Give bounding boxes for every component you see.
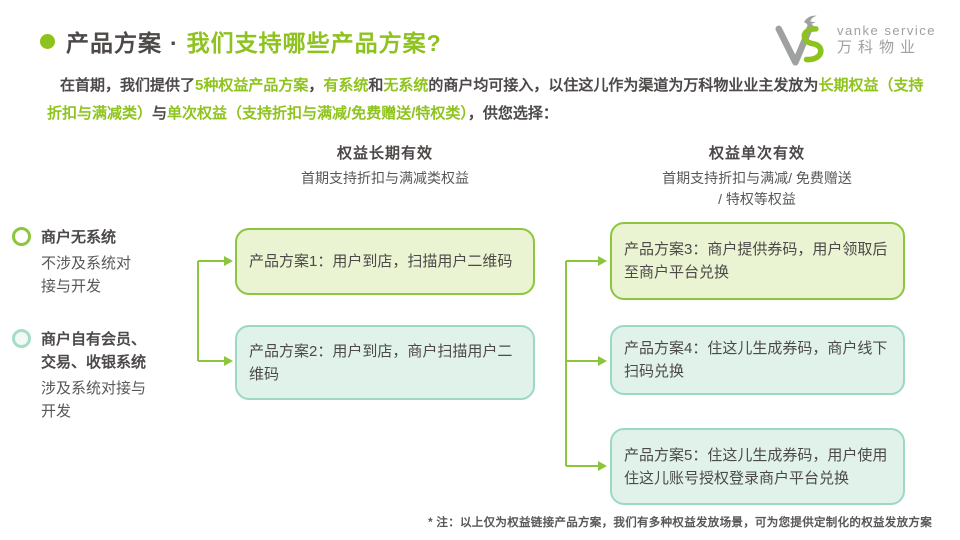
own-system-circle-icon [12, 329, 31, 348]
page-title: 产品方案 · 我们支持哪些产品方案? [66, 24, 442, 58]
vanke-vs-mark-icon [775, 15, 824, 66]
long-term-subtitle: 首期支持折扣与满减类权益 [301, 170, 469, 186]
plan-5-label: 产品方案5：住这儿生成券码，用户使用住这儿账号授权登录商户平台兑换 [624, 446, 888, 487]
intro-seg-2: ， [308, 77, 324, 94]
legend-own-system-body: 商户自有会员、交易、收银系统 涉及系统对接与开发 [41, 328, 153, 423]
intro-seg-10: ，供您选择： [467, 105, 558, 122]
title-bullet-icon [40, 33, 55, 49]
plan-box-5: 产品方案5：住这儿生成券码，用户使用住这儿账号授权登录商户平台兑换 [610, 428, 905, 505]
page-title-dot: · [170, 30, 179, 56]
legend-own-system-desc: 涉及系统对接与开发 [41, 380, 147, 420]
legend-no-system-title: 商户无系统 [41, 229, 117, 246]
column-header-single-use: 权益单次有效 首期支持折扣与满减/ 免费赠送 / 特权等权益 [607, 142, 907, 210]
single-use-subtitle-line2: / 特权等权益 [718, 191, 796, 207]
plan-2-label: 产品方案2：用户到店，商户扫描用户二维码 [249, 342, 513, 383]
intro-seg-6: 的商户均可接入，以住这儿作为渠道为万科物业业主发放为 [428, 77, 819, 94]
vanke-service-logo: vanke service 万科物业 [773, 14, 936, 66]
plan-box-3: 产品方案3：商户提供券码，用户领取后至商户平台兑换 [610, 222, 905, 300]
single-use-subtitle-line1: 首期支持折扣与满减/ 免费赠送 [662, 170, 852, 186]
intro-seg-8: 与 [152, 105, 168, 122]
column-header-long-term: 权益长期有效 首期支持折扣与满减类权益 [235, 142, 535, 189]
intro-paragraph: 在首期，我们提供了5种权益产品方案，有系统和无系统的商户均可接入，以住这儿作为渠… [47, 72, 925, 128]
plan-box-2: 产品方案2：用户到店，商户扫描用户二维码 [235, 325, 535, 400]
plan-box-1: 产品方案1：用户到店，扫描用户二维码 [235, 228, 535, 295]
footnote: * 注：以上仅为权益链接产品方案，我们有多种权益发放场景，可为您提供定制化的权益… [428, 517, 932, 529]
single-use-subtitle: 首期支持折扣与满减/ 免费赠送 / 特权等权益 [607, 168, 907, 210]
long-term-title: 权益长期有效 [336, 145, 433, 162]
legend-no-system: 商户无系统 不涉及系统对接与开发 [12, 226, 141, 298]
intro-seg-7: 长期权益（支持折扣与满减类） [47, 77, 924, 122]
intro-seg-3: 有系统 [323, 77, 369, 94]
logo-brand-en: vanke service [837, 23, 936, 38]
intro-seg-0: 在首期，我们提供了 [60, 77, 196, 94]
page-title-left: 产品方案 [66, 30, 162, 56]
logo-text: vanke service 万科物业 [837, 23, 936, 57]
plan-3-label: 产品方案3：商户提供券码，用户领取后至商户平台兑换 [624, 241, 888, 281]
legend-own-system-title: 商户自有会员、交易、收银系统 [41, 331, 147, 371]
legend-no-system-body: 商户无系统 不涉及系统对接与开发 [41, 226, 141, 298]
intro-seg-1: 5种权益产品方案 [195, 77, 309, 94]
logo-brand-cn: 万科物业 [837, 39, 922, 56]
plan-box-4: 产品方案4：住这儿生成券码，商户线下扫码兑换 [610, 325, 905, 395]
legend-own-system: 商户自有会员、交易、收银系统 涉及系统对接与开发 [12, 328, 153, 423]
plan-1-label: 产品方案1：用户到店，扫描用户二维码 [249, 253, 513, 270]
plan-4-label: 产品方案4：住这儿生成券码，商户线下扫码兑换 [624, 340, 888, 380]
legend-no-system-desc: 不涉及系统对接与开发 [41, 255, 132, 295]
no-system-circle-icon [12, 227, 31, 246]
header: 产品方案 · 我们支持哪些产品方案? [40, 24, 442, 58]
single-use-title: 权益单次有效 [708, 145, 805, 162]
intro-seg-5: 无系统 [383, 77, 429, 94]
intro-seg-9: 单次权益（支持折扣与满减/免费赠送/特权类） [167, 105, 468, 122]
page-title-right: 我们支持哪些产品方案? [186, 30, 442, 56]
intro-seg-4: 和 [368, 77, 384, 94]
